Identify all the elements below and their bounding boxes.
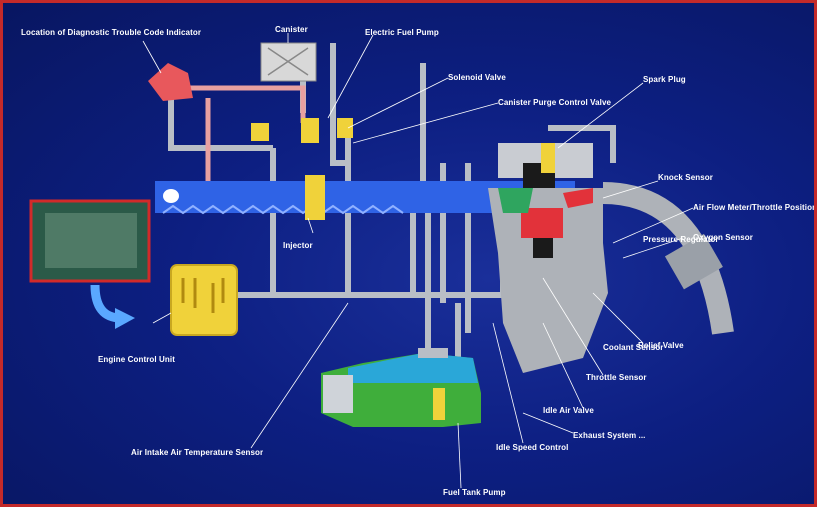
- label-exhaust-note: Exhaust System ...: [573, 431, 646, 440]
- ecu-shape: [170, 264, 238, 336]
- pink-pipes: [188, 85, 306, 183]
- label-fuel-tank-pump: Fuel Tank Pump: [443, 488, 506, 497]
- exhaust-pipe: [602, 182, 734, 335]
- label-spark-plug: Spark Plug: [643, 75, 686, 84]
- fuel-rail-teeth: [162, 204, 404, 215]
- label-idle-air-valve: Idle Air Valve: [543, 406, 594, 415]
- purge-valve-shape: [337, 118, 353, 138]
- system-diagram: [29, 33, 734, 489]
- label-knock-sensor: Knock Sensor: [658, 173, 713, 182]
- label-airflow-meter: Air Flow Meter/Throttle Position Sensor: [693, 203, 817, 212]
- label-oxygen-sensor: Oxygen Sensor: [693, 233, 753, 242]
- solenoid-valve-shape: [301, 118, 319, 143]
- label-idle-speed-control: Idle Speed Control: [496, 443, 569, 452]
- label-ecu: Engine Control Unit: [98, 355, 176, 364]
- label-air-temp-sensor: Air Intake Air Temperature Sensor: [131, 448, 264, 457]
- label-canister: Canister: [275, 25, 308, 34]
- injector-shape: [305, 175, 325, 220]
- label-dtc-indicator: Location of Diagnostic Trouble Code Indi…: [21, 28, 202, 37]
- label-injector: Injector: [283, 241, 313, 250]
- label-throttle-sensor: Throttle Sensor: [586, 373, 647, 382]
- label-pressure-regulator: Pressure Regulator: [643, 235, 719, 244]
- label-solenoid-valve: Solenoid Valve: [448, 73, 506, 82]
- label-coolant-sensor: Coolant Sensor: [603, 343, 664, 352]
- engine-block: [488, 188, 608, 373]
- label-electric-fuel-pump: Electric Fuel Pump: [365, 28, 439, 37]
- leader-lines: [142, 33, 694, 489]
- dtc-indicator-shape: [148, 63, 193, 101]
- label-relief-valve: Relief Valve: [638, 341, 684, 350]
- label-purge-control-valve: Canister Purge Control Valve: [498, 98, 612, 107]
